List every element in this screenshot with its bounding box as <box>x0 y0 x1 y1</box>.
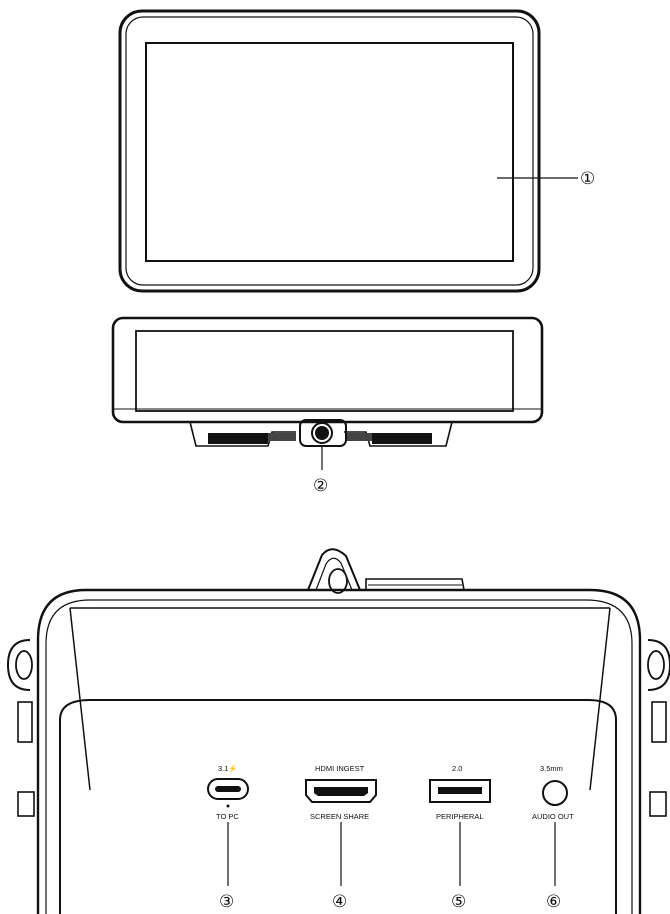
audio-bottom-label: AUDIO OUT <box>532 812 574 821</box>
audio-top-label: 3.5mm <box>540 764 563 773</box>
callout-6: ⑥ <box>546 892 561 912</box>
tablet-top-view <box>111 316 544 447</box>
bottom-callouts <box>227 822 556 886</box>
port-hdmi: HDMI INGEST SCREEN SHARE <box>305 764 377 821</box>
port-usb-a: 2.0 PERIPHERAL <box>429 764 491 821</box>
tablet-front-view <box>118 9 541 293</box>
callout-1: ① <box>580 169 595 189</box>
usb-c-bottom-label: TO PC <box>216 812 239 821</box>
callout-5: ⑤ <box>451 892 466 912</box>
usb-c-top-label: 3.1⚡ <box>218 764 238 773</box>
callout-2: ② <box>313 476 328 496</box>
dock-view <box>6 548 670 914</box>
port-usb-c: 3.1⚡ TO PC <box>207 764 249 821</box>
hdmi-top-label: HDMI INGEST <box>315 764 365 773</box>
callout-4: ④ <box>332 892 347 912</box>
usb-a-bottom-label: PERIPHERAL <box>436 812 484 821</box>
callout-3: ③ <box>219 892 234 912</box>
hdmi-bottom-label: SCREEN SHARE <box>310 812 369 821</box>
usb-a-top-label: 2.0 <box>452 764 462 773</box>
port-audio: 3.5mm AUDIO OUT <box>532 764 574 821</box>
